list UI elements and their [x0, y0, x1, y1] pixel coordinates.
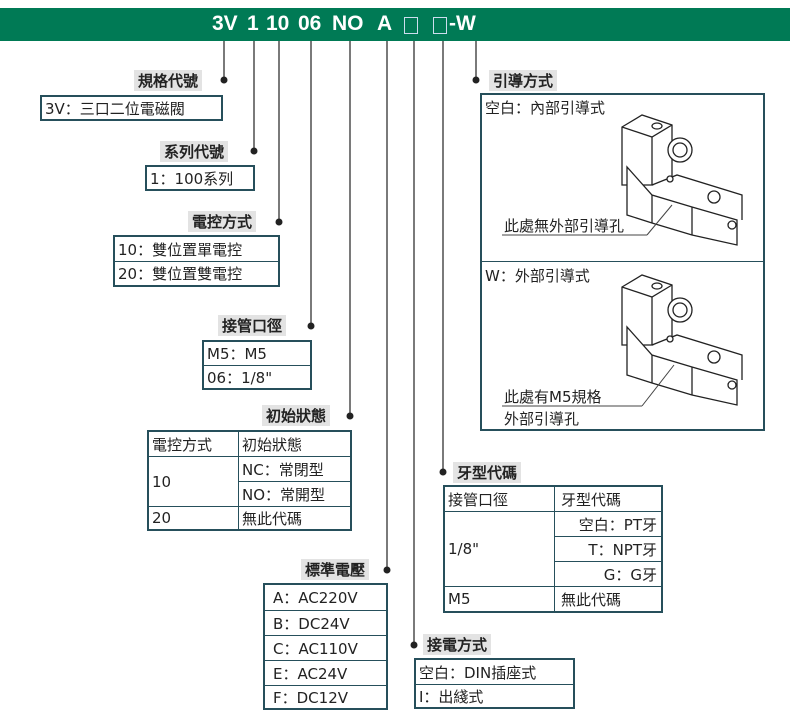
pilot-option-label: 空白：內部引導式 — [485, 99, 606, 117]
table-header: 牙型代碼 — [561, 490, 622, 509]
code-part: A — [377, 12, 393, 35]
control-item: 20：雙位置雙電控 — [115, 261, 278, 285]
table-cell: M5 — [445, 586, 555, 611]
pilot-option-note: 此處無外部引導孔 — [504, 217, 625, 235]
voltage-box: A：AC220V B：DC24V C：AC110V E：AC24V F：DC12… — [263, 583, 388, 710]
voltage-item: A：AC220V — [273, 589, 358, 607]
pilot-option-note: 此處有M5規格 — [504, 388, 602, 406]
model-code: 3V 1 10 06 NO A -W — [0, 8, 790, 41]
table-cell: 無此代碼 — [239, 506, 350, 529]
series-code-label: 系列代號 — [160, 141, 229, 162]
pilot-mode-box: 空白：內部引導式 此處無外部引導孔 W：外部引導式 此處有M5規格 外部引導孔 — [480, 93, 765, 431]
model-code-header — [0, 8, 790, 41]
table-cell: 1/8" — [445, 511, 555, 586]
control-item: 10：雙位置單電控 — [118, 240, 243, 259]
pilot-option-label: W：外部引導式 — [485, 267, 590, 285]
code-part: 1 — [247, 12, 259, 35]
table-cell: T：NPT牙 — [555, 536, 661, 561]
code-part: 06 — [298, 12, 322, 35]
voltage-item: E：AC24V — [265, 660, 386, 685]
table-header: 接管口徑 — [445, 487, 555, 511]
valve-illustrations — [502, 114, 743, 407]
thread-code-label: 牙型代碼 — [453, 462, 522, 483]
series-item: 1：100系列 — [150, 169, 234, 188]
table-header: 電控方式 — [149, 432, 239, 456]
spec-code-box: 3V：三口二位電磁閥 — [40, 95, 223, 121]
wiring-item: I：出綫式 — [416, 684, 573, 707]
port-item: M5：M5 — [207, 345, 267, 363]
voltage-item: B：DC24V — [265, 610, 386, 635]
thread-code-table: 接管口徑 牙型代碼 1/8" 空白：PT牙 T：NPT牙 G：G牙 M5 無此代… — [443, 485, 663, 613]
table-cell: 20 — [149, 506, 239, 529]
code-part: 3V — [212, 12, 238, 35]
table-cell: 無此代碼 — [555, 586, 661, 611]
wiring-box: 空白：DIN插座式 I：出綫式 — [414, 658, 575, 709]
control-mode-box: 10：雙位置單電控 20：雙位置雙電控 — [113, 235, 280, 287]
initial-state-table: 電控方式 初始狀態 10 NC：常閉型 NO：常開型 20 無此代碼 — [147, 430, 352, 531]
port-item: 06：1/8" — [204, 365, 310, 388]
voltage-item: C：AC110V — [265, 635, 386, 660]
table-cell: NC：常閉型 — [239, 456, 350, 481]
series-code-box: 1：100系列 — [145, 165, 255, 191]
placeholder-box — [404, 16, 418, 40]
initial-state-label: 初始狀態 — [262, 405, 331, 426]
spec-code-label: 規格代號 — [134, 70, 203, 91]
table-cell: 10 — [149, 456, 239, 506]
wiring-label: 接電方式 — [423, 634, 492, 655]
table-cell: G：G牙 — [555, 561, 661, 586]
port-size-label: 接管口徑 — [218, 315, 287, 336]
table-cell: NO：常開型 — [239, 481, 350, 506]
divider — [482, 261, 763, 262]
port-size-box: M5：M5 06：1/8" — [202, 340, 312, 390]
code-part: NO — [332, 12, 364, 35]
table-cell: 空白：PT牙 — [555, 511, 661, 536]
wiring-item: 空白：DIN插座式 — [419, 663, 537, 682]
control-mode-label: 電控方式 — [188, 211, 257, 232]
table-header: 初始狀態 — [242, 435, 303, 454]
code-part: 10 — [266, 12, 290, 35]
code-part: -W — [449, 12, 476, 35]
voltage-item: F：DC12V — [265, 685, 386, 708]
voltage-label: 標準電壓 — [301, 559, 370, 580]
pilot-option-note: 外部引導孔 — [504, 410, 580, 428]
pilot-mode-label: 引導方式 — [489, 70, 558, 91]
placeholder-box — [433, 16, 447, 40]
spec-item: 3V：三口二位電磁閥 — [45, 99, 185, 118]
